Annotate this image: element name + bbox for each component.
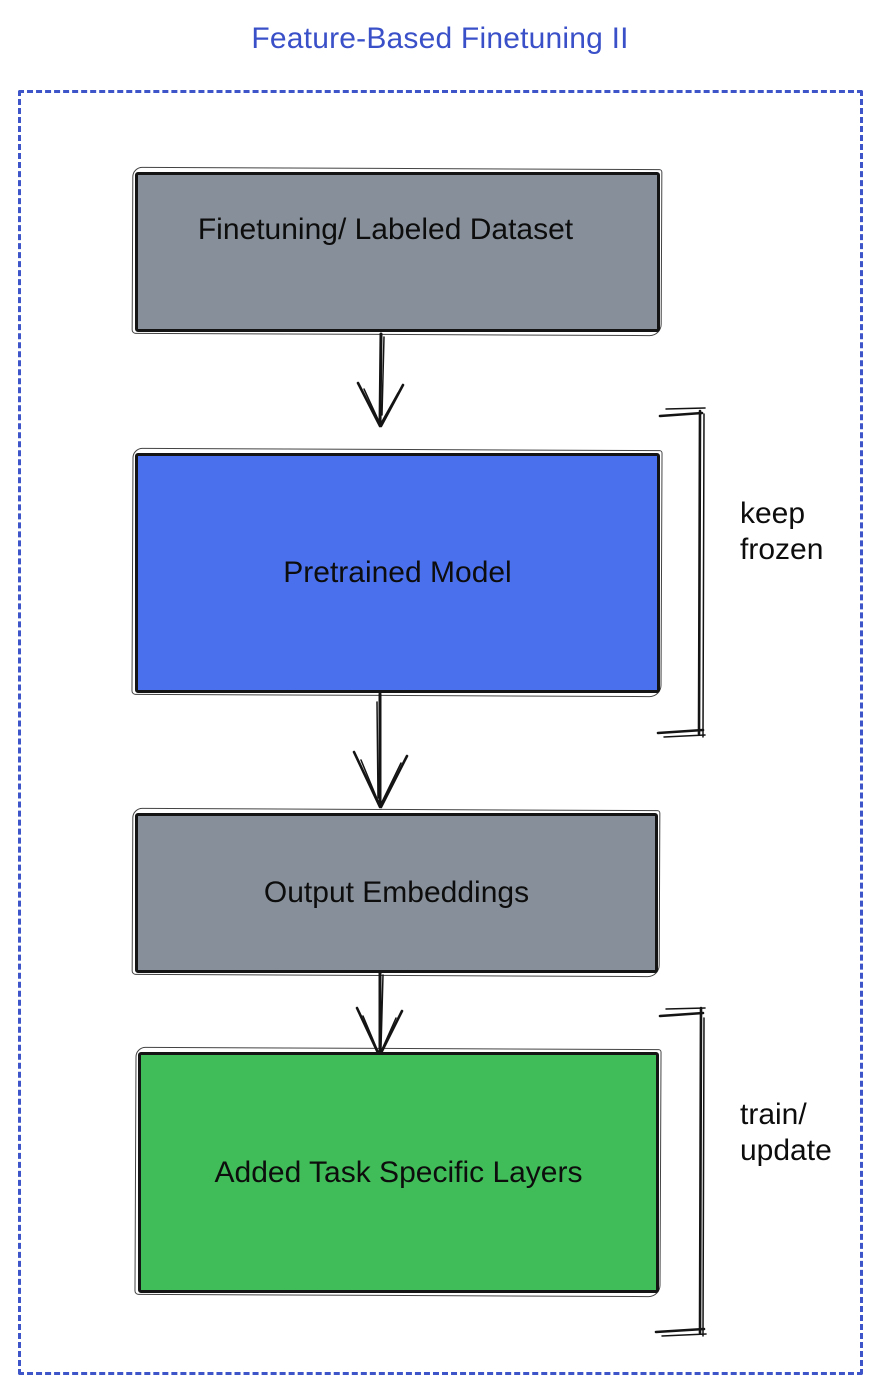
node-pretrained-model: Pretrained Model: [135, 453, 660, 693]
diagram-title: Feature-Based Finetuning II: [251, 22, 629, 55]
node-finetuning-dataset: Finetuning/ Labeled Dataset: [135, 172, 660, 332]
train-update-label: train/ update: [740, 1097, 832, 1169]
node-output-embeddings: Output Embeddings: [135, 813, 658, 973]
keep-frozen-line1: keep: [740, 497, 806, 530]
keep-frozen-label: keep frozen: [740, 496, 823, 568]
train-update-line1: train/: [740, 1098, 807, 1131]
node-added-task-layers: Added Task Specific Layers: [138, 1052, 659, 1293]
node-label: Added Task Specific Layers: [214, 1155, 583, 1189]
node-label: Finetuning/ Labeled Dataset: [197, 213, 574, 246]
train-update-line2: update: [740, 1134, 832, 1167]
node-label: Pretrained Model: [283, 556, 512, 589]
node-label: Output Embeddings: [263, 876, 530, 909]
keep-frozen-line2: frozen: [740, 533, 824, 566]
dashed-frame: [18, 90, 863, 1375]
